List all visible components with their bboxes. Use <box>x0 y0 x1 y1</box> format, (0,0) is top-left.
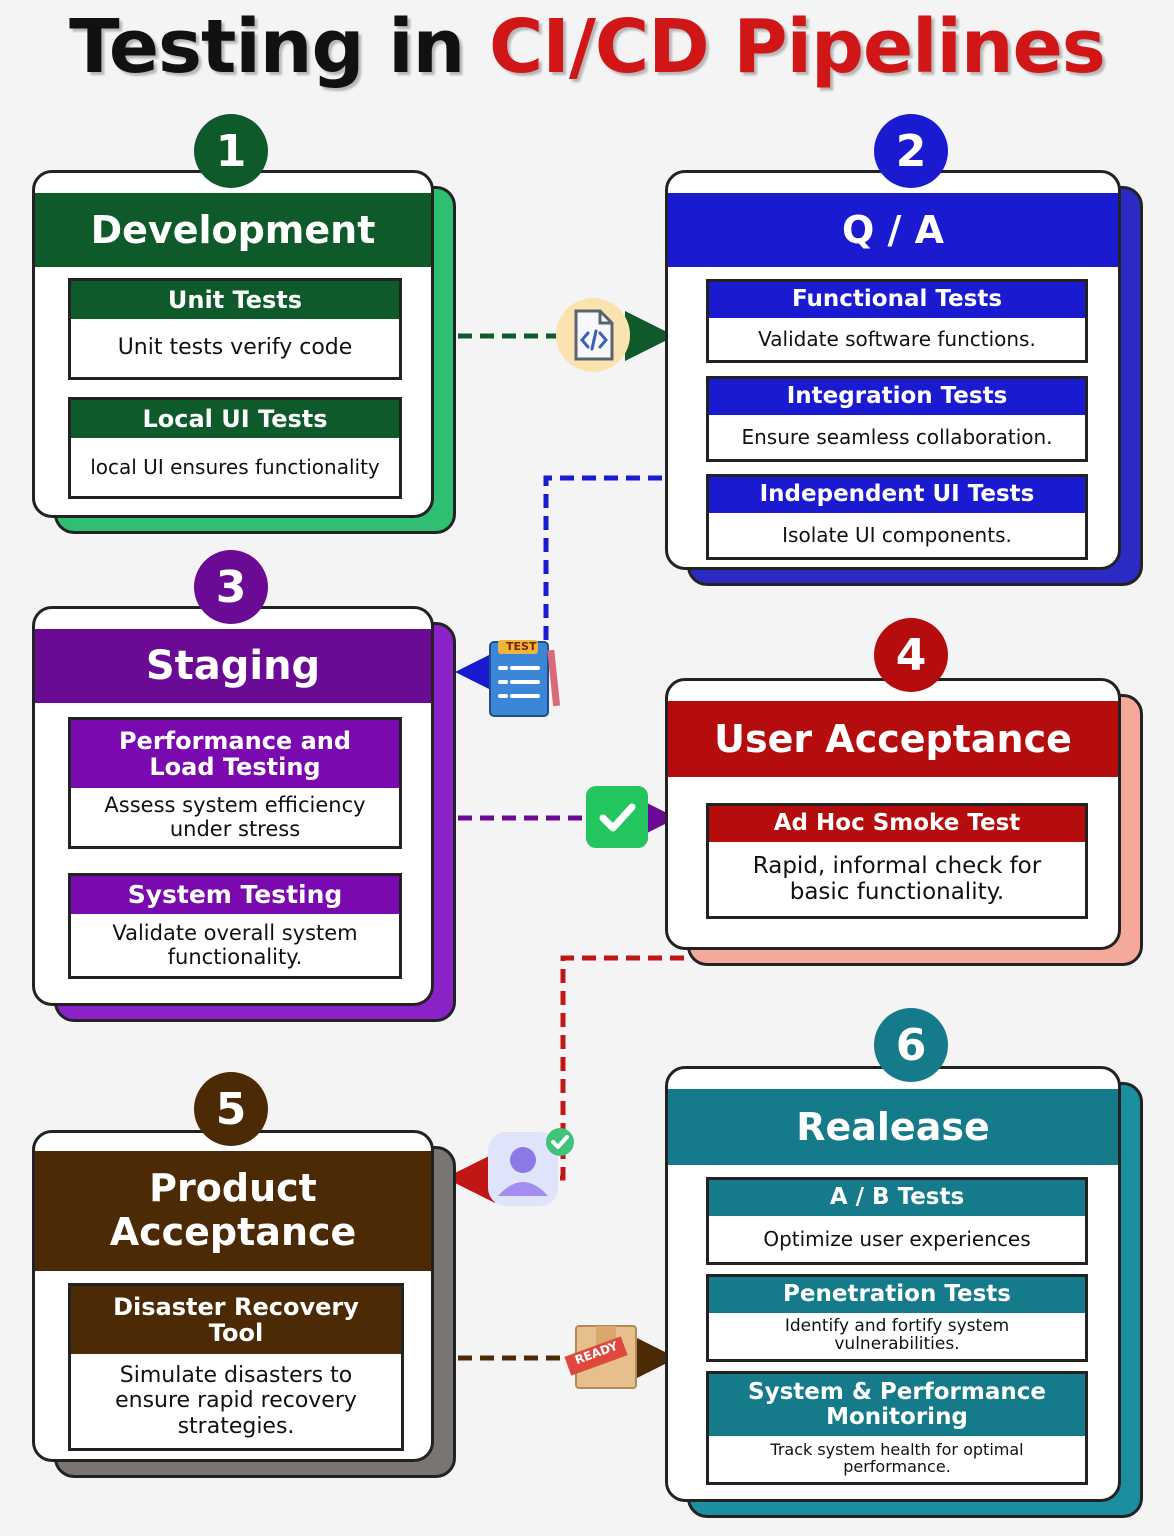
test-card-independent-ui-tests: Independent UI Tests Isolate UI componen… <box>706 474 1088 560</box>
stage-title: Staging <box>145 643 321 689</box>
stage-header: Q / A <box>668 193 1118 267</box>
title-main: Testing in <box>69 4 465 90</box>
ready-box-icon: READY <box>564 1316 640 1392</box>
test-sheet-label: TEST <box>506 640 537 653</box>
test-sheet-icon: TEST <box>484 636 564 720</box>
test-card-text: Assess system efficiency under stress <box>104 792 366 841</box>
test-card-heading: Local UI Tests <box>71 400 399 438</box>
test-card-heading: Functional Tests <box>709 282 1085 318</box>
test-card-functional-tests: Functional Tests Validate software funct… <box>706 279 1088 363</box>
test-card-heading: Independent UI Tests <box>709 477 1085 513</box>
test-card-heading: Integration Tests <box>709 379 1085 415</box>
test-card-heading: System Testing <box>71 876 399 914</box>
stage-header: User Acceptance <box>668 701 1118 777</box>
stage-header: Product Acceptance <box>35 1151 431 1271</box>
test-card-ad-hoc-smoke-test: Ad Hoc Smoke Test Rapid, informal check … <box>706 803 1088 919</box>
stage-title: Q / A <box>841 208 945 252</box>
test-card-text: Validate overall system functionality. <box>112 920 358 969</box>
stage-header: Staging <box>35 629 431 703</box>
stage-product-acceptance: Product Acceptance Disaster Recovery Too… <box>32 1130 456 1478</box>
stage-title: Product Acceptance <box>109 1166 357 1254</box>
test-card-penetration-tests: Penetration Tests Identify and fortify s… <box>706 1274 1088 1362</box>
user-approved-icon <box>484 1124 576 1212</box>
stage-development: Development Unit Tests Unit tests verify… <box>32 170 456 534</box>
page-title: Testing in CI/CD Pipelines <box>0 4 1174 90</box>
test-card-ab-tests: A / B Tests Optimize user experiences <box>706 1177 1088 1265</box>
stage-qa: Q / A Functional Tests Validate software… <box>665 170 1143 586</box>
test-card-system-testing: System Testing Validate overall system f… <box>68 873 402 979</box>
stage-card: Product Acceptance Disaster Recovery Too… <box>32 1130 434 1462</box>
test-card-text: Ensure seamless collaboration. <box>741 424 1053 449</box>
test-card-text: Unit tests verify code <box>117 335 353 361</box>
stage-card: Realease A / B Tests Optimize user exper… <box>665 1066 1121 1502</box>
test-card-disaster-recovery-tool: Disaster Recovery Tool Simulate disaster… <box>68 1283 404 1451</box>
stage-card: Staging Performance and Load Testing Ass… <box>32 606 434 1006</box>
title-accent: CI/CD Pipelines <box>489 4 1106 90</box>
test-card-text: Identify and fortify system vulnerabilit… <box>784 1316 1010 1354</box>
stage-title: Realease <box>796 1105 990 1149</box>
test-card-system-performance-monitoring: System & Performance Monitoring Track sy… <box>706 1371 1088 1485</box>
stage-user-acceptance: User Acceptance Ad Hoc Smoke Test Rapid,… <box>665 678 1143 966</box>
stage-number-badge: 3 <box>194 550 268 624</box>
checkmark-icon <box>586 786 648 848</box>
stage-title: User Acceptance <box>714 717 1072 761</box>
test-card-unit-tests: Unit Tests Unit tests verify code <box>68 278 402 380</box>
stage-staging: Staging Performance and Load Testing Ass… <box>32 606 456 1022</box>
test-card-performance-load-testing: Performance and Load Testing Assess syst… <box>68 717 402 849</box>
test-card-text: Validate software functions. <box>758 326 1036 351</box>
stage-header: Realease <box>668 1089 1118 1165</box>
stage-release: Realease A / B Tests Optimize user exper… <box>665 1066 1143 1518</box>
test-card-text: Rapid, informal check for basic function… <box>752 852 1042 905</box>
stage-number-badge: 6 <box>874 1008 948 1082</box>
test-card-heading: Unit Tests <box>71 281 399 319</box>
stage-number-badge: 1 <box>194 114 268 188</box>
stage-header: Development <box>35 193 431 267</box>
test-card-text: Isolate UI components. <box>782 522 1012 547</box>
test-card-text: Simulate disasters to ensure rapid recov… <box>115 1363 357 1439</box>
test-card-integration-tests: Integration Tests Ensure seamless collab… <box>706 376 1088 462</box>
stage-number-badge: 4 <box>874 618 948 692</box>
stage-title: Development <box>90 208 376 252</box>
test-card-heading: Penetration Tests <box>709 1277 1085 1313</box>
stage-number-badge: 2 <box>874 114 948 188</box>
stage-card: Development Unit Tests Unit tests verify… <box>32 170 434 518</box>
stage-card: Q / A Functional Tests Validate software… <box>665 170 1121 570</box>
test-card-text: local UI ensures functionality <box>90 454 380 479</box>
stage-card: User Acceptance Ad Hoc Smoke Test Rapid,… <box>665 678 1121 950</box>
test-card-heading: A / B Tests <box>709 1180 1085 1216</box>
code-file-icon <box>556 298 630 372</box>
test-card-text: Optimize user experiences <box>763 1226 1031 1251</box>
test-card-heading: System & Performance Monitoring <box>709 1374 1085 1436</box>
test-card-text: Track system health for optimal performa… <box>770 1440 1024 1476</box>
test-card-local-ui-tests: Local UI Tests local UI ensures function… <box>68 397 402 499</box>
stage-number-badge: 5 <box>194 1072 268 1146</box>
test-card-heading: Disaster Recovery Tool <box>71 1286 401 1354</box>
test-card-heading: Ad Hoc Smoke Test <box>709 806 1085 842</box>
test-card-heading: Performance and Load Testing <box>71 720 399 788</box>
